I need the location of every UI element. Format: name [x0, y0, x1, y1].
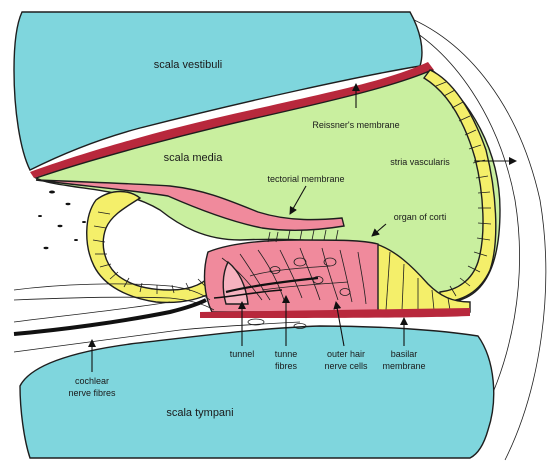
organ-of-corti-pointer [371, 223, 387, 237]
tectorial-membrane-label: tectorial membrane [267, 174, 344, 184]
organ-of-corti-body [203, 239, 379, 313]
scala-media-label: scala media [164, 152, 224, 164]
scala-media-region [34, 69, 501, 302]
outer-support-cells [375, 243, 471, 313]
cochlear-nerve-fibres-label-line2: nerve fibres [68, 388, 116, 398]
inner-wall-arc [394, 19, 520, 421]
scala-tympani-region [19, 325, 495, 459]
tunnel-label: tunnel [230, 349, 255, 359]
outer-hair-cells-pointer [333, 301, 345, 347]
tunnel-fibres [225, 276, 319, 294]
stria-vascularis-cells [422, 69, 497, 303]
organ-of-corti-label: organ of corti [394, 212, 447, 222]
spiral-lamina [13, 283, 301, 353]
reissners-membrane-label: Reissner's membrane [312, 120, 399, 130]
cochlear-nerve-fibres-label-line1: cochlear [75, 376, 109, 386]
scala-vestibuli-label: scala vestibuli [154, 59, 222, 71]
basilar-membrane-label-line2: membrane [382, 361, 425, 371]
basilar-membrane-shape [200, 308, 470, 318]
stria-vascularis-label: stria vascularis [390, 157, 450, 167]
bone-speckles [38, 190, 86, 250]
hair-bundles [267, 229, 339, 243]
tectorial-membrane-shape [35, 179, 345, 231]
tunnel-fibres-label-line2: fibres [275, 361, 298, 371]
tunnel-of-corti [222, 260, 249, 305]
tectorial-membrane-pointer [289, 185, 307, 215]
outer-wall-arc [399, 13, 547, 461]
tympanic-border-cells [247, 318, 307, 329]
outer-hair-cells-label-line2: nerve cells [324, 361, 368, 371]
outer-hair-cells-label-line1: outer hair [327, 349, 365, 359]
tunnel-fibres-label-line1: tunne [275, 349, 298, 359]
scala-tympani-label: scala tympani [166, 407, 233, 419]
basilar-membrane-label-line1: basilar [391, 349, 418, 359]
cochlear-nerve-bundle [13, 298, 207, 336]
